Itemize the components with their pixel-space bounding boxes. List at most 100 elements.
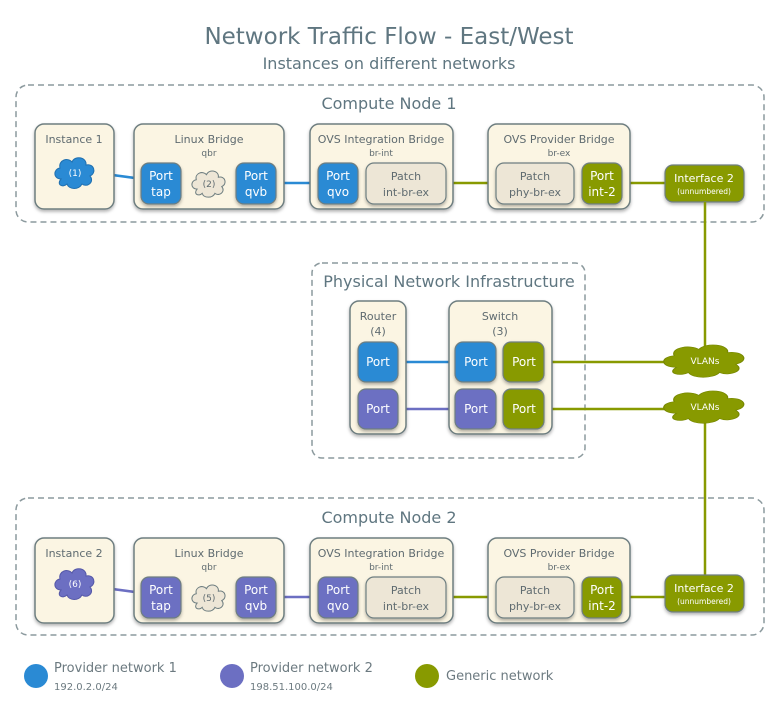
bridge-1-label: (2)	[203, 180, 216, 190]
legend-label: Provider network 2	[250, 661, 373, 676]
diagram-title: Network Traffic Flow - East/West	[204, 24, 573, 50]
patch-phy-br-ex-2[interactable]: Patch phy-br-ex	[495, 576, 575, 619]
router-port-2[interactable]: Port	[357, 388, 399, 430]
port-label: Port	[512, 402, 536, 416]
patch-label: Patch	[391, 170, 421, 183]
port-label: Port	[326, 583, 350, 597]
legend-provider-network-2: Provider network 2 198.51.100.0/24	[220, 661, 373, 693]
ovs-provider-bridge-1[interactable]: OVS Provider Bridge br-ex Patch phy-br-e…	[487, 123, 631, 210]
patch-phy-br-ex-1[interactable]: Patch phy-br-ex	[495, 162, 575, 205]
patch-sub: phy-br-ex	[509, 600, 562, 613]
port-sub: int-2	[588, 185, 616, 199]
legend-swatch-icon	[24, 664, 48, 688]
legend-generic-network: Generic network	[415, 664, 554, 688]
patch-int-br-ex-2[interactable]: Patch int-br-ex	[365, 576, 447, 619]
legend-sub: 198.51.100.0/24	[250, 682, 333, 693]
port-label: Port	[366, 402, 390, 416]
vlan-cloud-1[interactable]: VLANs	[662, 343, 745, 379]
linux-bridge-1-sub: qbr	[201, 149, 216, 159]
switch-sub: (3)	[492, 325, 508, 338]
router[interactable]: Router (4) Port Port	[349, 300, 407, 435]
port-label: Port	[464, 355, 488, 369]
port-qvb-1[interactable]: Port qvb	[235, 162, 277, 205]
linux-bridge-2[interactable]: Linux Bridge qbr Port tap (5) Port qvb	[133, 537, 285, 624]
ovs-int-2-sub: br-int	[369, 563, 393, 573]
port-tap-1[interactable]: Port tap	[140, 162, 182, 205]
legend: Provider network 1 192.0.2.0/24 Provider…	[24, 661, 554, 693]
port-int-2-2[interactable]: Port int-2	[581, 576, 623, 619]
port-sub: qvb	[245, 599, 267, 613]
legend-label: Provider network 1	[54, 661, 177, 676]
ovs-prov-2-sub: br-ex	[548, 563, 571, 573]
instance-1-title: Instance 1	[45, 133, 102, 146]
switch[interactable]: Switch (3) Port Port Port Port	[448, 300, 553, 435]
port-qvo-1[interactable]: Port qvo	[317, 162, 359, 205]
vlan-label: VLANs	[691, 357, 720, 367]
port-label: Port	[244, 169, 268, 183]
instance-2-title: Instance 2	[45, 547, 102, 560]
interface-2-node-2[interactable]: Interface 2 (unnumbered)	[664, 574, 745, 613]
port-label: Port	[366, 355, 390, 369]
compute-node-2-title: Compute Node 2	[321, 508, 456, 527]
port-sub: tap	[151, 185, 171, 199]
port-label: Port	[149, 583, 173, 597]
patch-label: Patch	[520, 170, 550, 183]
vlan-cloud-2[interactable]: VLANs	[662, 389, 745, 425]
diagram-subtitle: Instances on different networks	[263, 54, 516, 73]
ovs-prov-1-sub: br-ex	[548, 149, 571, 159]
port-qvo-2[interactable]: Port qvo	[317, 576, 359, 619]
ovs-provider-bridge-2[interactable]: OVS Provider Bridge br-ex Patch phy-br-e…	[487, 537, 631, 624]
router-title: Router	[360, 310, 397, 323]
interface-label: Interface 2	[674, 582, 734, 595]
patch-sub: int-br-ex	[383, 600, 430, 613]
ovs-int-1-title: OVS Integration Bridge	[318, 133, 445, 146]
switch-port-1[interactable]: Port	[454, 341, 497, 383]
switch-title: Switch	[482, 310, 518, 323]
port-tap-2[interactable]: Port tap	[140, 576, 182, 619]
legend-label: Generic network	[446, 669, 554, 684]
linux-bridge-2-sub: qbr	[201, 563, 216, 573]
port-sub: qvo	[327, 599, 349, 613]
vlan-label: VLANs	[691, 403, 720, 413]
port-sub: qvb	[245, 185, 267, 199]
instance-2-label: (6)	[69, 580, 82, 590]
legend-sub: 192.0.2.0/24	[54, 682, 118, 693]
patch-int-br-ex-1[interactable]: Patch int-br-ex	[365, 162, 447, 205]
patch-sub: phy-br-ex	[509, 186, 562, 199]
patch-label: Patch	[391, 584, 421, 597]
linux-bridge-1-title: Linux Bridge	[175, 133, 244, 146]
compute-node-1: Compute Node 1 Instance 1 (1) Linux Brid…	[15, 84, 765, 223]
ovs-prov-1-title: OVS Provider Bridge	[503, 133, 614, 146]
legend-swatch-icon	[415, 664, 439, 688]
ovs-int-2-title: OVS Integration Bridge	[318, 547, 445, 560]
port-label: Port	[149, 169, 173, 183]
instance-2[interactable]: Instance 2 (6)	[34, 537, 115, 624]
router-port-1[interactable]: Port	[357, 341, 399, 383]
port-int-2-1[interactable]: Port int-2	[581, 162, 623, 205]
switch-port-2[interactable]: Port	[502, 341, 545, 383]
ovs-integration-bridge-1[interactable]: OVS Integration Bridge br-int Port qvo P…	[309, 123, 454, 210]
router-sub: (4)	[370, 325, 386, 338]
interface-sub: (unnumbered)	[677, 597, 731, 606]
port-qvb-2[interactable]: Port qvb	[235, 576, 277, 619]
instance-1[interactable]: Instance 1 (1)	[34, 123, 115, 210]
port-label: Port	[512, 355, 536, 369]
interface-2-node-1[interactable]: Interface 2 (unnumbered)	[664, 164, 745, 203]
instance-1-label: (1)	[69, 169, 82, 179]
port-label: Port	[590, 583, 614, 597]
compute-node-2: Compute Node 2 Instance 2 (6) Linux Brid…	[15, 497, 765, 636]
ovs-integration-bridge-2[interactable]: OVS Integration Bridge br-int Port qvo P…	[309, 537, 454, 624]
switch-port-4[interactable]: Port	[502, 388, 545, 430]
legend-swatch-icon	[220, 664, 244, 688]
port-label: Port	[464, 402, 488, 416]
physical-title: Physical Network Infrastructure	[323, 272, 575, 291]
interface-label: Interface 2	[674, 172, 734, 185]
port-label: Port	[326, 169, 350, 183]
patch-sub: int-br-ex	[383, 186, 430, 199]
switch-port-3[interactable]: Port	[454, 388, 497, 430]
ovs-prov-2-title: OVS Provider Bridge	[503, 547, 614, 560]
legend-provider-network-1: Provider network 1 192.0.2.0/24	[24, 661, 177, 693]
linux-bridge-1[interactable]: Linux Bridge qbr Port tap (2) Port qvb	[133, 123, 285, 210]
physical-network-infrastructure: Physical Network Infrastructure Router (…	[311, 262, 665, 459]
